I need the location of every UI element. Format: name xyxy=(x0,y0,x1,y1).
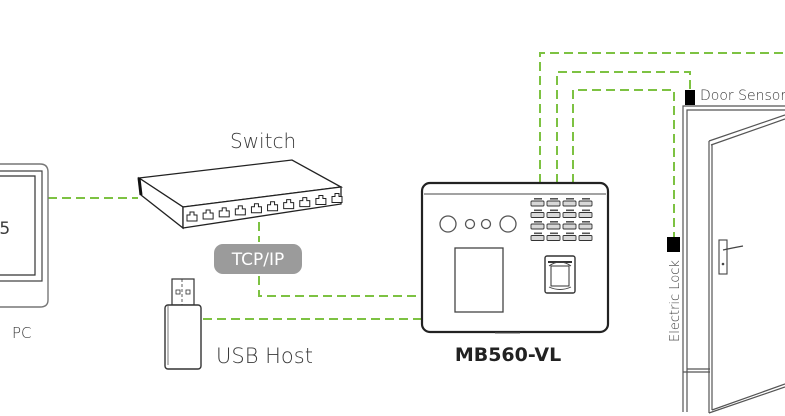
wire-device-electric-lock xyxy=(572,89,675,238)
pc-device: .5 xyxy=(0,163,49,308)
keypad-key xyxy=(530,221,545,230)
sensor-small2-icon xyxy=(480,218,492,230)
keypad-key xyxy=(578,221,593,230)
keypad-key xyxy=(578,198,593,207)
tcpip-label: TCP/IP xyxy=(231,250,285,270)
door-sensor-label: Door Sensor xyxy=(700,88,785,104)
door-sensor-block xyxy=(685,90,695,105)
door-handle-icon xyxy=(718,239,744,275)
keypad-key xyxy=(562,232,577,241)
keypad-key xyxy=(530,209,545,218)
switch-ports xyxy=(186,193,343,222)
device-screen xyxy=(454,247,504,313)
keypad-key xyxy=(530,232,545,241)
wire-switch-device xyxy=(258,222,422,297)
pc-screen-text: .5 xyxy=(0,219,10,239)
electric-lock-block xyxy=(667,237,680,252)
keypad-key xyxy=(562,209,577,218)
switch-port xyxy=(218,207,230,218)
keypad-key xyxy=(530,198,545,207)
fingerprint-reader-icon xyxy=(544,255,576,294)
switch-port xyxy=(315,195,327,206)
keypad-key xyxy=(562,198,577,207)
usb-stick xyxy=(164,278,202,370)
door-assembly xyxy=(667,90,785,414)
usb-host-label: USB Host xyxy=(216,344,313,368)
switch-port xyxy=(283,199,295,210)
keypad-key xyxy=(562,221,577,230)
mb560-device xyxy=(420,181,610,334)
sensor-small1-icon xyxy=(464,218,476,230)
keypad-key xyxy=(546,198,561,207)
switch-port xyxy=(202,209,214,220)
electric-lock-label: Electric Lock xyxy=(668,260,683,342)
keypad-key xyxy=(546,232,561,241)
pc-label: PC xyxy=(12,324,32,342)
switch-device xyxy=(137,159,344,230)
keypad-key xyxy=(578,232,593,241)
keypad xyxy=(530,198,593,241)
device-model-label: MB560-VL xyxy=(455,344,561,366)
tcpip-badge: TCP/IP xyxy=(214,244,302,274)
switch-label: Switch xyxy=(230,129,296,153)
keypad-key xyxy=(578,209,593,218)
wire-device-offscreen xyxy=(539,52,785,183)
sensor-right-icon xyxy=(499,215,517,233)
switch-port xyxy=(331,193,343,203)
keypad-key xyxy=(546,209,561,218)
wires xyxy=(48,52,785,320)
switch-port xyxy=(250,203,262,214)
switch-port xyxy=(267,201,279,212)
sensor-left-icon xyxy=(439,215,457,233)
wire-device-door-sensor xyxy=(556,71,691,183)
switch-port xyxy=(186,211,198,222)
keypad-key xyxy=(546,221,561,230)
switch-port xyxy=(234,205,246,216)
switch-port xyxy=(299,197,311,208)
